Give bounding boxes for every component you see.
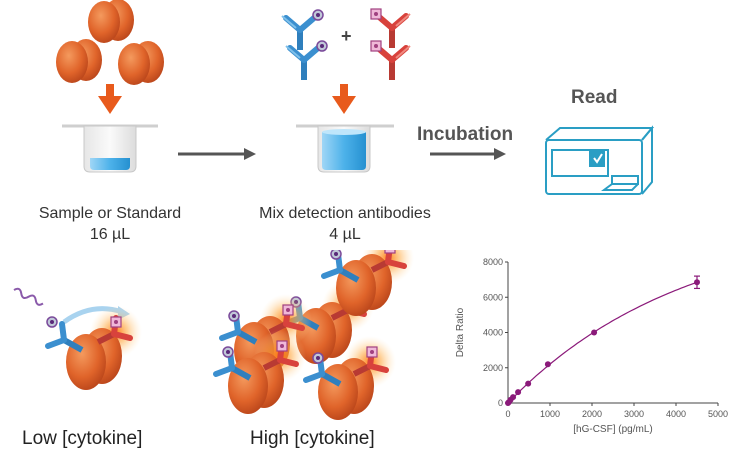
- x-tick-label: 4000: [666, 409, 686, 419]
- well-icon: [296, 124, 394, 173]
- cytokine-icon: [56, 39, 102, 83]
- step2-label: Mix detection antibodies 4 µL: [250, 203, 440, 245]
- read-label: Read: [571, 87, 618, 108]
- x-tick-label: 5000: [708, 409, 728, 419]
- y-tick-label: 8000: [483, 257, 503, 267]
- step1-label: Sample or Standard 16 µL: [30, 203, 190, 245]
- cytokine-icon: [118, 41, 164, 85]
- data-point: [525, 380, 532, 387]
- antibody-acceptor-icon: [370, 8, 410, 80]
- workflow-graphics: [56, 0, 655, 195]
- low-cytokine-illustration: [13, 287, 142, 390]
- incubation-label: Incubation: [417, 124, 514, 145]
- down-arrow-1: [98, 84, 122, 114]
- step1-line2: 16 µL: [89, 226, 131, 243]
- plate-reader-icon: [545, 125, 655, 195]
- arrow-incubation: [430, 148, 506, 160]
- y-tick-label: 0: [498, 398, 503, 408]
- high-cytokine-label: High [cytokine]: [250, 428, 375, 449]
- arrow-step-1-to-2: [178, 148, 256, 160]
- x-axis-label: [hG-CSF] (pg/mL): [573, 424, 652, 435]
- low-cytokine-label: Low [cytokine]: [22, 428, 143, 449]
- step1-line1: Sample or Standard: [38, 205, 182, 222]
- standard-curve-chart: 0 1000 2000 3000 4000 5000 0 2000 4000 6000 8000 [h…: [455, 257, 728, 435]
- fret-illustrations: [13, 250, 460, 425]
- data-point: [694, 279, 700, 286]
- step2-line1: Mix detection antibodies: [259, 205, 431, 222]
- data-point: [544, 361, 551, 368]
- x-tick-label: 3000: [624, 409, 644, 419]
- light-wave-icon: [13, 287, 44, 306]
- x-tick-label: 1000: [540, 409, 560, 419]
- antibody-donor-icon: [282, 9, 328, 80]
- x-tick-label: 2000: [582, 409, 602, 419]
- fit-curve: [507, 281, 698, 404]
- y-axis-label: Delta Ratio: [455, 307, 466, 357]
- step2-line2: 4 µL: [329, 226, 361, 243]
- x-tick-label: 0: [505, 409, 510, 419]
- well-icon: [62, 124, 158, 173]
- plus-sign: +: [341, 26, 352, 46]
- data-point: [510, 394, 517, 401]
- y-tick-label: 2000: [483, 363, 503, 373]
- down-arrow-2: [332, 84, 356, 114]
- y-tick-label: 4000: [483, 328, 503, 338]
- data-point: [515, 389, 522, 396]
- data-point: [591, 329, 598, 336]
- high-cytokine-illustration: [216, 250, 414, 420]
- cytokine-icon: [88, 0, 134, 43]
- y-tick-label: 6000: [483, 292, 503, 302]
